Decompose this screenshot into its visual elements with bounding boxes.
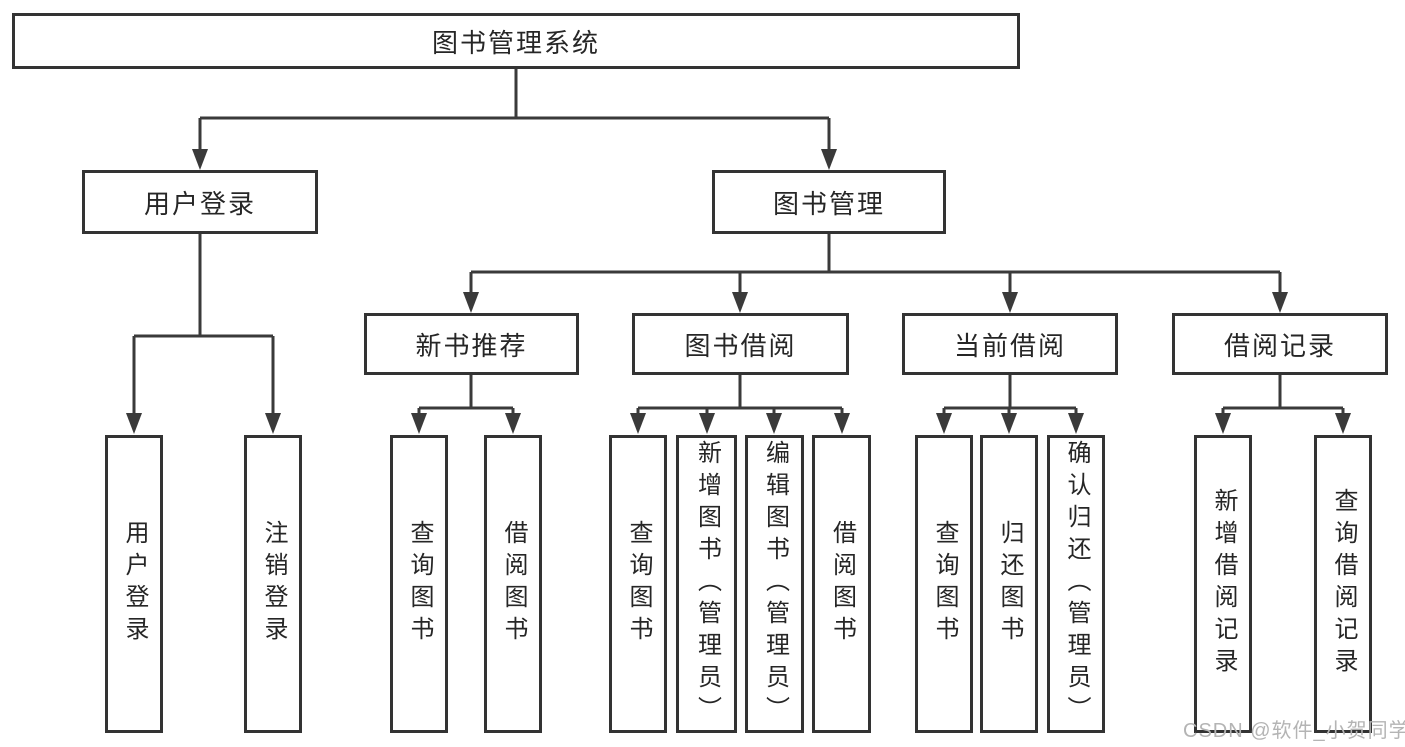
node-borrowing-records: 借阅记录 [1172, 313, 1388, 375]
node-library-management-system: 图书管理系统 [12, 13, 1020, 69]
node-user-login: 用户登录 [82, 170, 318, 234]
arrowheads [126, 149, 1351, 434]
leaf-edit-books-admin: 编辑图书（管理员） [745, 435, 804, 733]
node-book-management: 图书管理 [712, 170, 946, 234]
leaf-user-login: 用户登录 [105, 435, 163, 733]
leaf-confirm-return-admin: 确认归还（管理员） [1047, 435, 1105, 733]
leaf-query-books-borrowing: 查询图书 [609, 435, 667, 733]
leaf-add-borrow-record: 新增借阅记录 [1194, 435, 1252, 733]
node-current-borrowing: 当前借阅 [902, 313, 1118, 375]
node-new-book-recommendation: 新书推荐 [364, 313, 579, 375]
leaf-logout-login: 注销登录 [244, 435, 302, 733]
leaf-borrow-books-borrowing: 借阅图书 [812, 435, 871, 733]
leaf-return-books: 归还图书 [980, 435, 1038, 733]
leaf-query-borrow-record: 查询借阅记录 [1314, 435, 1372, 733]
node-book-borrowing: 图书借阅 [632, 313, 849, 375]
leaf-add-books-admin: 新增图书（管理员） [676, 435, 737, 733]
leaf-borrow-books-recommend: 借阅图书 [484, 435, 542, 733]
leaf-query-books-current: 查询图书 [915, 435, 973, 733]
watermark-text: CSDN @软件_小贺同学 [1183, 720, 1405, 742]
leaf-query-books-recommend: 查询图书 [390, 435, 448, 733]
